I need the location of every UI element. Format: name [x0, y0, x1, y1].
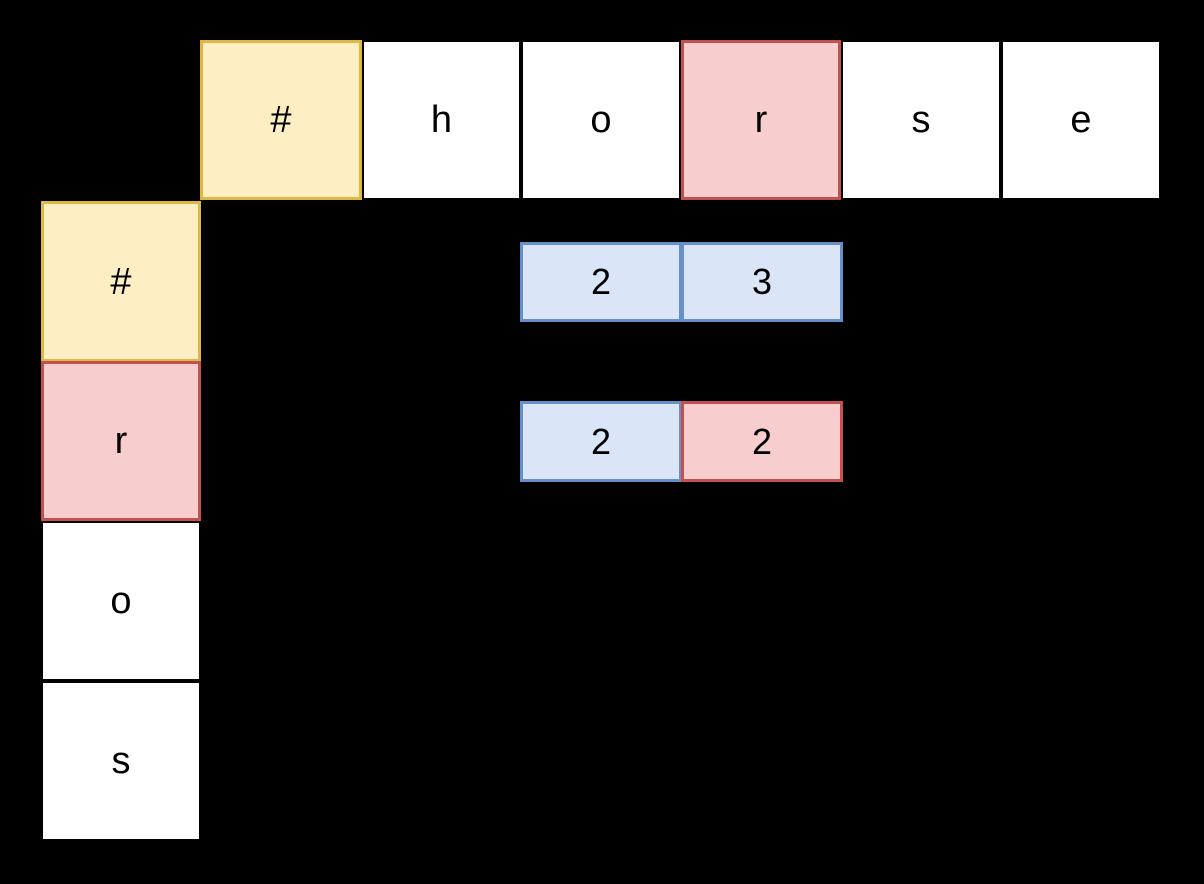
column-header-cell-1-label: h	[430, 99, 453, 141]
column-header-cell-3-label: r	[754, 99, 768, 141]
dp-value-cell-3: 2	[681, 401, 843, 482]
dp-value-cell-1-label: 3	[751, 261, 773, 302]
dp-value-cell-2-label: 2	[590, 420, 612, 462]
row-header-cell-0-label: #	[110, 260, 132, 303]
dp-value-cell-1: 3	[681, 242, 843, 322]
column-header-cell-4-label: s	[911, 99, 931, 141]
row-header-cell-3: s	[41, 681, 201, 841]
dp-value-cell-3-label: 2	[751, 420, 773, 462]
column-header-cell-2: o	[521, 40, 681, 200]
column-header-cell-3: r	[681, 40, 841, 200]
dp-value-cell-2: 2	[520, 401, 682, 482]
row-header-cell-1: r	[41, 361, 201, 521]
column-header-cell-1: h	[362, 40, 521, 200]
column-header-cell-4: s	[841, 40, 1001, 200]
row-header-cell-0: #	[41, 201, 201, 362]
row-header-cell-1-label: r	[114, 420, 128, 462]
row-header-cell-2-label: o	[110, 580, 132, 622]
column-header-cell-5-label: e	[1070, 99, 1092, 141]
column-header-cell-5: e	[1001, 40, 1161, 200]
row-header-cell-2: o	[41, 521, 201, 681]
column-header-cell-0: #	[200, 40, 362, 200]
dp-value-cell-0: 2	[520, 242, 682, 322]
column-header-cell-2-label: o	[590, 99, 612, 141]
dp-value-cell-0-label: 2	[590, 261, 612, 302]
column-header-cell-0-label: #	[270, 99, 292, 141]
row-header-cell-3-label: s	[111, 740, 131, 782]
